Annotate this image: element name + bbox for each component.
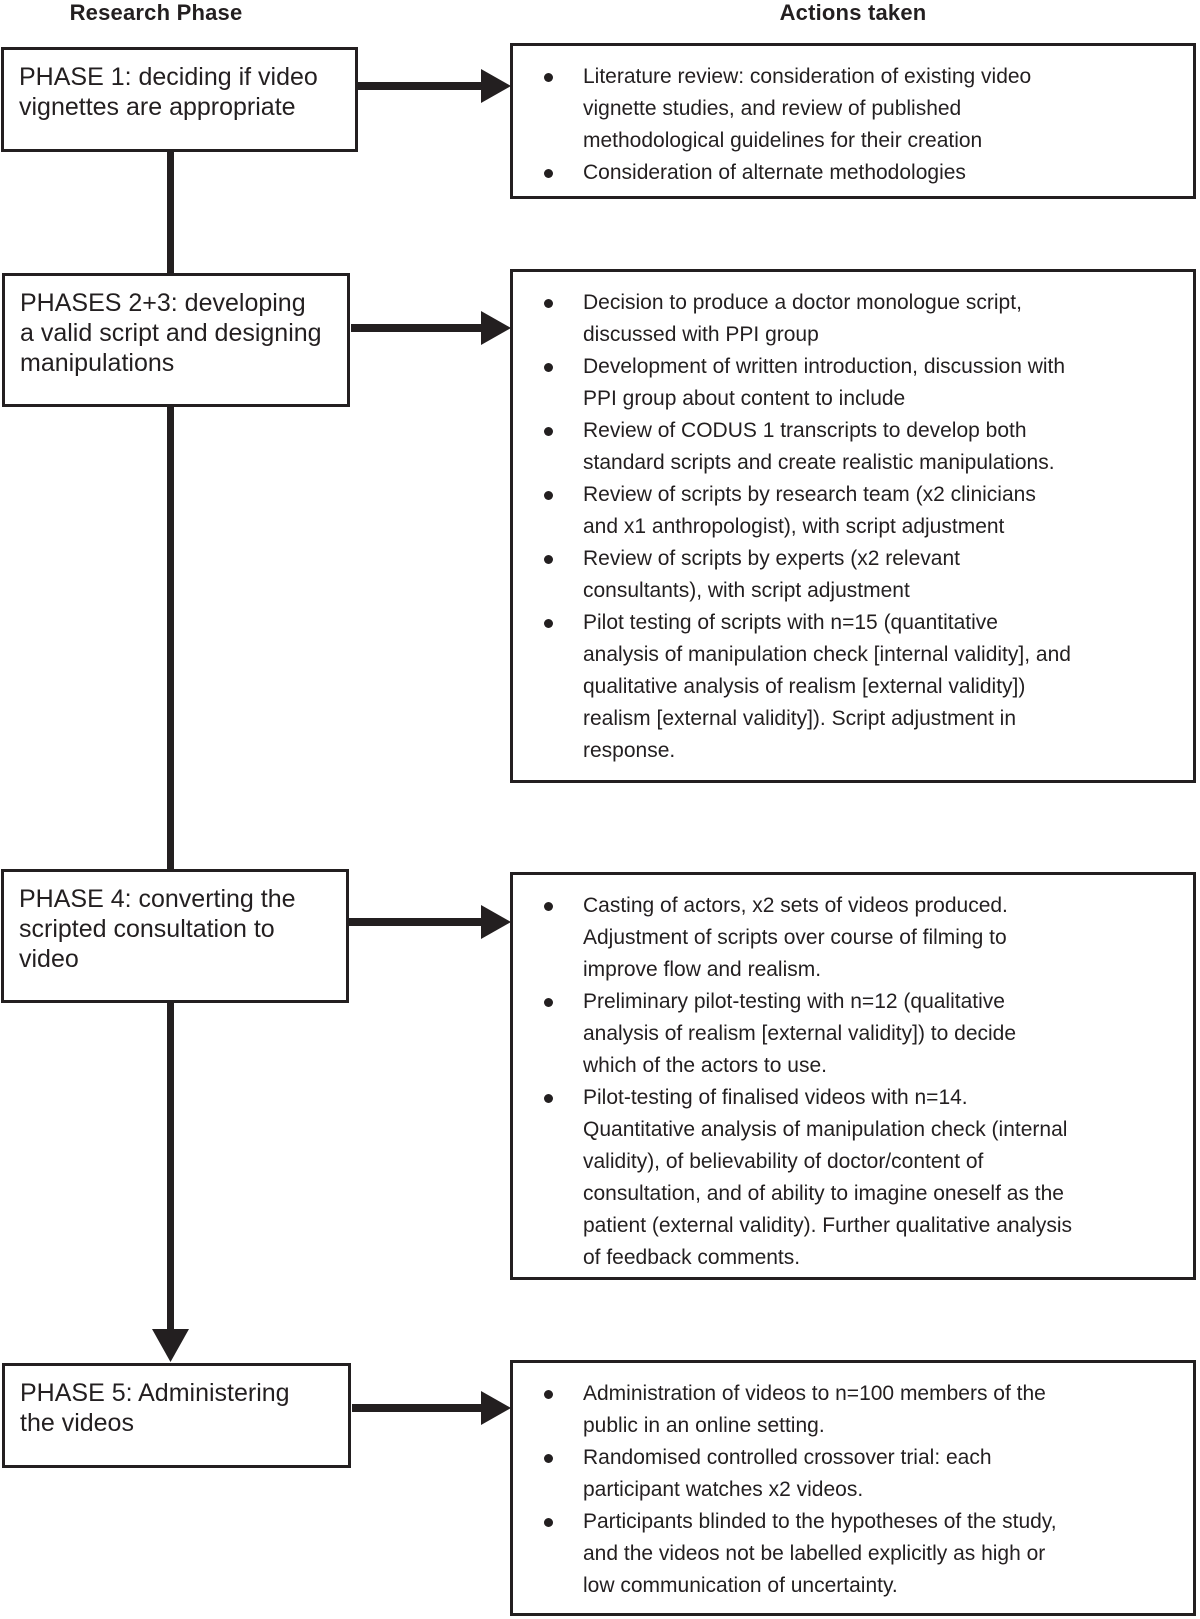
bullet-icon	[544, 1390, 553, 1399]
bullet-text: Development of written introduction, dis…	[583, 355, 1066, 410]
bullet-icon	[544, 1518, 553, 1527]
phase-box-5: PHASE 5: Administering the videos	[2, 1363, 351, 1468]
bullet-text: Pilot-testing of finalised videos with n…	[583, 1086, 1073, 1269]
bullet-item: Review of scripts by research team (x2 c…	[539, 479, 1181, 543]
bullet-icon	[544, 902, 553, 911]
phase-4-label: PHASE 4: converting the scripted consult…	[19, 885, 296, 973]
bullet-icon	[544, 427, 553, 436]
bullet-item: Development of written introduction, dis…	[539, 351, 1181, 415]
flow-line-phase23-to-phase4	[167, 407, 174, 869]
bullet-icon	[544, 555, 553, 564]
bullet-text: Decision to produce a doctor monologue s…	[583, 291, 1022, 346]
bullet-icon	[544, 619, 553, 628]
bullet-item: Review of CODUS 1 transcripts to develop…	[539, 415, 1181, 479]
bullet-text: Literature review: consideration of exis…	[583, 65, 1032, 152]
bullet-item: Literature review: consideration of exis…	[539, 61, 1181, 157]
action-box-phase-4: Casting of actors, x2 sets of videos pro…	[510, 872, 1196, 1280]
bullet-item: Administration of videos to n=100 member…	[539, 1378, 1181, 1442]
bullet-icon	[544, 1094, 553, 1103]
bullet-text: Review of scripts by research team (x2 c…	[583, 483, 1036, 538]
bullet-item: Preliminary pilot-testing with n=12 (qua…	[539, 986, 1181, 1082]
right-arrow-phase23-to-actions	[351, 311, 511, 345]
phase-5-label: PHASE 5: Administering the videos	[20, 1379, 290, 1437]
bullet-icon	[544, 299, 553, 308]
action-box-phase-2-3: Decision to produce a doctor monologue s…	[510, 269, 1196, 783]
phase-box-2-3: PHASES 2+3: developing a valid script an…	[2, 273, 350, 407]
column-header-research-phase: Research Phase	[69, 0, 243, 25]
right-arrow-phase4-to-actions	[349, 905, 511, 939]
bullet-icon	[544, 73, 553, 82]
phase-1-label: PHASE 1: deciding if video vignettes are…	[19, 63, 318, 121]
action-list-phase-1: Literature review: consideration of exis…	[513, 46, 1193, 189]
bullet-text: Consideration of alternate methodologies	[583, 161, 966, 184]
bullet-text: Preliminary pilot-testing with n=12 (qua…	[583, 990, 1017, 1077]
action-box-phase-1: Literature review: consideration of exis…	[510, 43, 1196, 199]
bullet-item: Consideration of alternate methodologies	[539, 157, 1181, 189]
bullet-item: Casting of actors, x2 sets of videos pro…	[539, 890, 1181, 986]
bullet-text: Participants blinded to the hypotheses o…	[583, 1510, 1057, 1597]
flow-line-phase1-to-phase23	[167, 152, 174, 273]
bullet-icon	[544, 363, 553, 372]
phase-box-4: PHASE 4: converting the scripted consult…	[1, 869, 349, 1003]
phase-2-3-label: PHASES 2+3: developing a valid script an…	[20, 289, 322, 377]
bullet-item: Participants blinded to the hypotheses o…	[539, 1506, 1181, 1602]
bullet-icon	[544, 169, 553, 178]
action-list-phase-4: Casting of actors, x2 sets of videos pro…	[513, 875, 1193, 1274]
right-arrow-phase5-to-actions	[352, 1391, 511, 1425]
action-list-phase-5: Administration of videos to n=100 member…	[513, 1363, 1193, 1602]
bullet-icon	[544, 491, 553, 500]
bullet-item: Pilot testing of scripts with n=15 (quan…	[539, 607, 1181, 767]
action-list-phase-2-3: Decision to produce a doctor monologue s…	[513, 272, 1193, 767]
bullet-text: Administration of videos to n=100 member…	[583, 1382, 1046, 1437]
phase-box-1: PHASE 1: deciding if video vignettes are…	[1, 47, 358, 152]
bullet-item: Pilot-testing of finalised videos with n…	[539, 1082, 1181, 1274]
bullet-text: Pilot testing of scripts with n=15 (quan…	[583, 611, 1071, 762]
bullet-text: Casting of actors, x2 sets of videos pro…	[583, 894, 1008, 981]
action-box-phase-5: Administration of videos to n=100 member…	[510, 1360, 1196, 1616]
bullet-item: Review of scripts by experts (x2 relevan…	[539, 543, 1181, 607]
bullet-text: Review of scripts by experts (x2 relevan…	[583, 547, 960, 602]
bullet-icon	[544, 998, 553, 1007]
down-arrow-phase4-to-phase5	[152, 1003, 189, 1362]
bullet-icon	[544, 1454, 553, 1463]
bullet-text: Randomised controlled crossover trial: e…	[583, 1446, 992, 1501]
bullet-text: Review of CODUS 1 transcripts to develop…	[583, 419, 1055, 474]
bullet-item: Decision to produce a doctor monologue s…	[539, 287, 1181, 351]
column-header-actions-taken: Actions taken	[779, 0, 927, 25]
bullet-item: Randomised controlled crossover trial: e…	[539, 1442, 1181, 1506]
right-arrow-phase1-to-actions	[358, 69, 511, 103]
